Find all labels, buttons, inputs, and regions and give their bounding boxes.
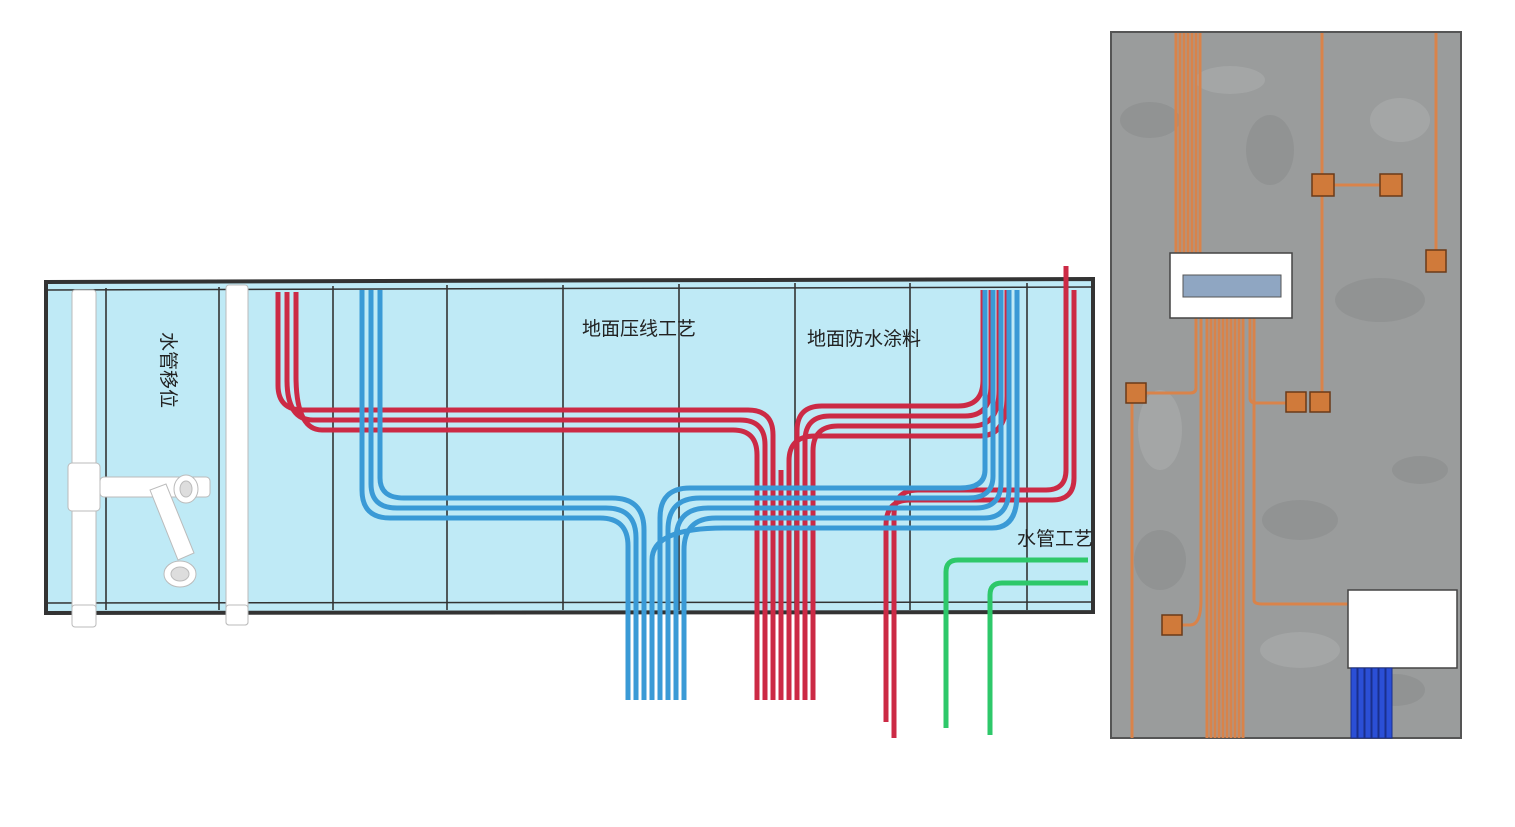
label-floor-wiring: 地面压线工艺 bbox=[582, 318, 696, 340]
concrete-floor-plan bbox=[1110, 31, 1462, 739]
junction-box-icon bbox=[1285, 391, 1307, 413]
cold-pipes-right bbox=[649, 290, 1020, 700]
hot-pipes-right bbox=[778, 266, 1077, 738]
junction-boxes bbox=[1125, 173, 1447, 636]
conduit-bundle-bottom bbox=[1194, 318, 1256, 738]
label-water-pipe-relocation: 水管移位 bbox=[157, 332, 179, 408]
hot-pipes-left bbox=[275, 292, 776, 700]
distribution-panel bbox=[1169, 252, 1293, 319]
junction-box-icon bbox=[1161, 614, 1183, 636]
cold-pipes-left bbox=[359, 290, 647, 700]
tray-inner-edge-bottom bbox=[45, 601, 1094, 604]
junction-box-icon bbox=[1309, 391, 1331, 413]
drain-pipes bbox=[67, 284, 249, 628]
junction-box-icon bbox=[1425, 249, 1447, 273]
tray-inner-edge-top bbox=[45, 286, 1094, 291]
junction-box-icon bbox=[1125, 382, 1147, 404]
label-water-pipe-craft: 水管工艺 bbox=[1017, 528, 1093, 550]
conduit-bundle-top bbox=[1174, 33, 1202, 258]
weak-current-box bbox=[1347, 589, 1458, 739]
tray-background bbox=[44, 276, 1095, 616]
pipe-tray: 地面压线工艺 地面防水涂料 水管工艺 水管移位 bbox=[44, 266, 1095, 738]
junction-box-icon bbox=[1379, 173, 1403, 197]
junction-box-icon bbox=[1311, 173, 1335, 197]
weak-current-box-icon bbox=[1347, 589, 1458, 669]
label-floor-waterproofing: 地面防水涂料 bbox=[807, 328, 921, 350]
panel-dividers bbox=[105, 283, 1028, 610]
green-pipes bbox=[943, 557, 1088, 735]
distribution-panel-icon bbox=[1182, 274, 1282, 298]
